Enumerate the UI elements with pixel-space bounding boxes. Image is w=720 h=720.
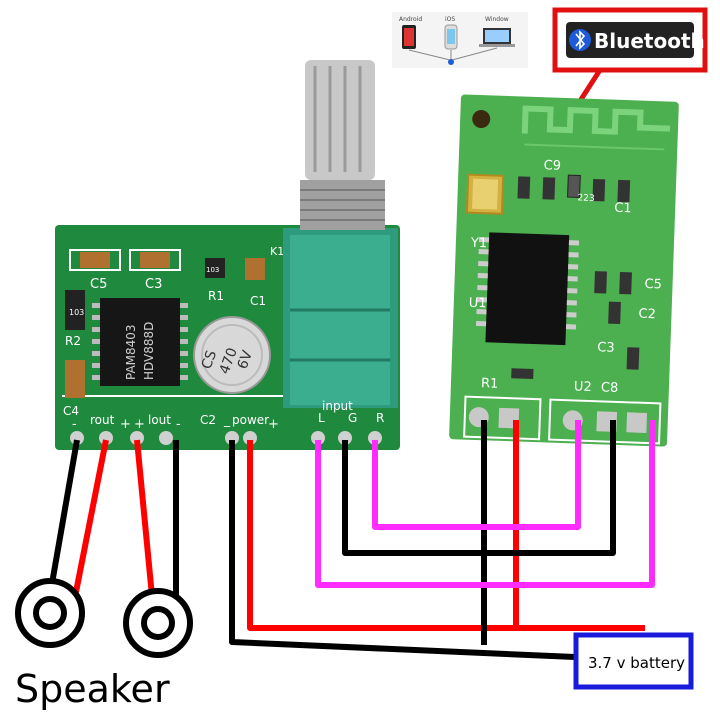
speaker-right bbox=[123, 588, 193, 658]
bluetooth-label-box: Bluetooth bbox=[552, 7, 708, 73]
wire-input-g bbox=[342, 420, 616, 556]
device-label-window: Window bbox=[485, 16, 509, 23]
wire-power-black bbox=[229, 440, 576, 660]
battery-label: 3.7 v battery bbox=[588, 654, 685, 672]
label-r2: R2 bbox=[65, 334, 81, 348]
amplifier-board: C5 C3 103 R2 C4 PAM8403 HDV888D 103 R1 C… bbox=[55, 60, 400, 450]
pin-label-g: G bbox=[348, 411, 357, 425]
label-c8: C8 bbox=[601, 380, 619, 396]
speaker-left bbox=[15, 578, 85, 648]
label-c3: C3 bbox=[145, 277, 162, 292]
label-k1: K1 bbox=[270, 245, 284, 258]
devices-illustration: Android iOS Window bbox=[392, 12, 528, 68]
pin-label-plus-power: + bbox=[268, 417, 279, 432]
ic-label-pam8403: PAM8403 bbox=[124, 324, 138, 380]
pin-label-l: L bbox=[318, 411, 325, 425]
label-u2: U2 bbox=[574, 379, 592, 395]
label-c1-bt: C1 bbox=[614, 201, 632, 217]
bluetooth-module-board: C9 C1 223 Y1 U1 C5 C2 C3 R1 U2 C8 bbox=[449, 94, 679, 447]
wire-input-l bbox=[315, 420, 655, 588]
label-y1: Y1 bbox=[470, 236, 488, 252]
ic-label-hdv888d: HDV888D bbox=[142, 322, 156, 380]
label-c1: C1 bbox=[250, 294, 266, 308]
input-label: input bbox=[322, 399, 353, 413]
label-c2-bt: C2 bbox=[638, 307, 656, 323]
pin-label-underscore: _ bbox=[223, 413, 231, 427]
speaker-label: Speaker bbox=[15, 667, 170, 711]
label-c5-bt: C5 bbox=[644, 277, 662, 293]
bt-resistor-code: 223 bbox=[577, 193, 595, 204]
battery-box: 3.7 v battery bbox=[573, 632, 694, 690]
cap-label-cs: CS bbox=[199, 348, 220, 371]
label-r1-bt: R1 bbox=[481, 376, 499, 392]
label-c4: C4 bbox=[63, 404, 79, 418]
device-label-android: Android bbox=[399, 16, 422, 23]
pin-label-minus-2: - bbox=[176, 417, 181, 432]
pin-label-power: power bbox=[232, 413, 269, 427]
wires bbox=[47, 420, 655, 660]
wire-speaker2-red bbox=[134, 439, 155, 597]
pin-label-plus-1: + bbox=[120, 417, 131, 432]
resistor-code-1: 103 bbox=[69, 308, 84, 317]
wire-speaker1-black bbox=[47, 439, 80, 596]
wire-speaker1-red bbox=[73, 439, 109, 593]
label-u1: U1 bbox=[469, 296, 487, 312]
pin-label-minus-1: - bbox=[72, 417, 77, 432]
bluetooth-label: Bluetooth bbox=[594, 29, 705, 53]
pin-label-lout: lout bbox=[148, 413, 171, 427]
device-label-ios: iOS bbox=[445, 16, 455, 23]
label-c3-bt: C3 bbox=[597, 340, 615, 356]
pin-label-r: R bbox=[376, 411, 384, 425]
label-c9: C9 bbox=[543, 158, 561, 174]
pin-label-plus-2: + bbox=[134, 417, 145, 432]
pin-label-rout: rout bbox=[90, 413, 115, 427]
label-r1: R1 bbox=[208, 289, 224, 303]
label-c5: C5 bbox=[90, 277, 107, 292]
pin-label-c2: C2 bbox=[200, 413, 216, 427]
wire-input-r bbox=[372, 420, 581, 530]
wire-power-red bbox=[247, 440, 645, 631]
resistor-code-2: 103 bbox=[206, 266, 219, 274]
cap-label-6v: 6V bbox=[235, 348, 257, 371]
